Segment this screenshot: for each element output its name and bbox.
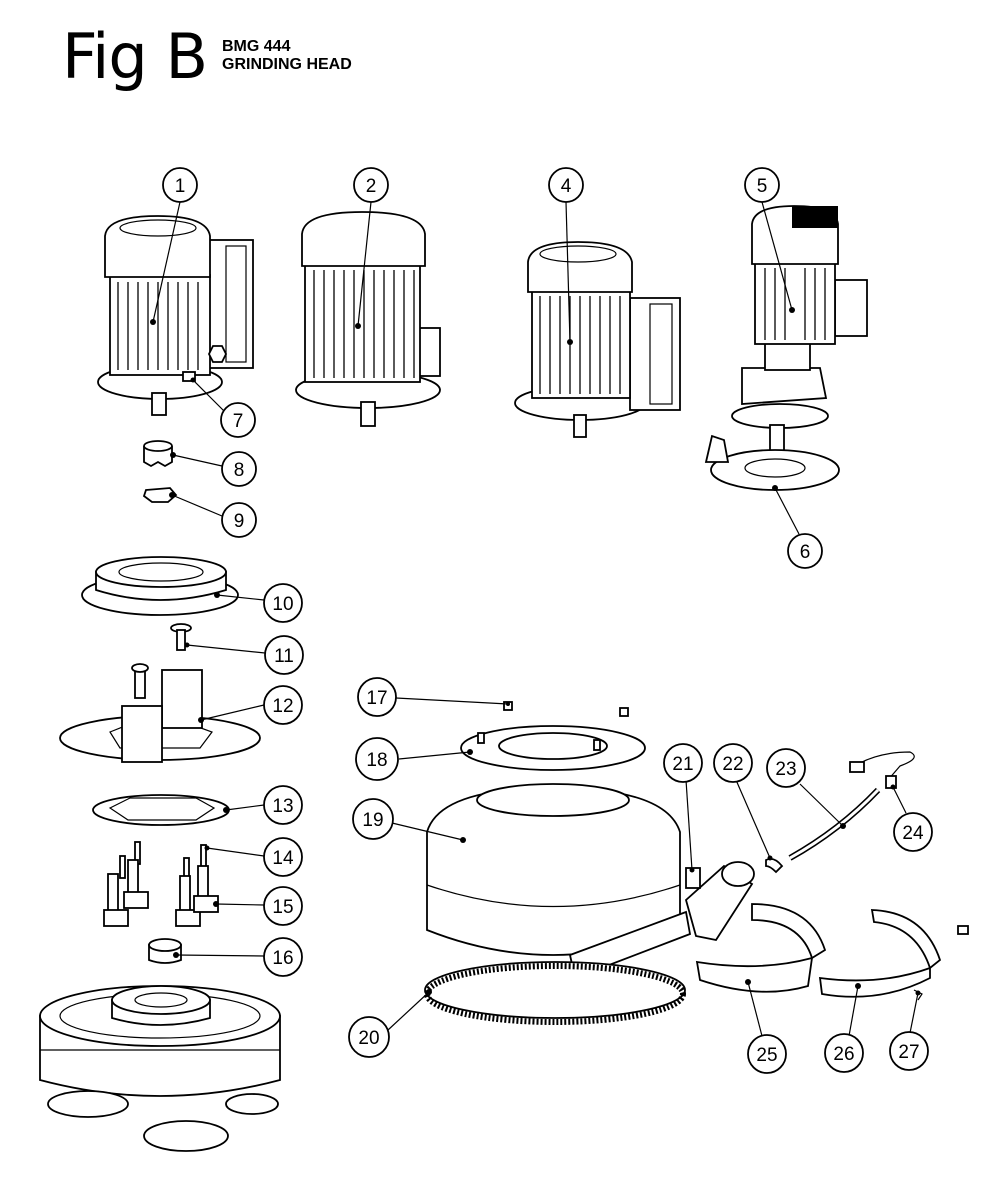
callout-4: 4 xyxy=(548,167,584,203)
grinding-head-base xyxy=(39,985,281,1152)
callout-label: 7 xyxy=(233,411,244,432)
brush-ring-part-20 xyxy=(424,961,686,1025)
callout-8: 8 xyxy=(221,451,257,487)
coupling-part-8 xyxy=(143,440,176,468)
clip-part-27 xyxy=(913,925,969,1001)
blocks-part-15 xyxy=(103,859,219,927)
spider-part-9 xyxy=(142,487,178,503)
callout-9: 9 xyxy=(221,502,257,538)
motor-part-2 xyxy=(295,211,441,427)
fitting-part-24 xyxy=(849,751,915,790)
callout-19: 19 xyxy=(352,798,394,840)
callout-label: 13 xyxy=(272,796,293,817)
callout-14: 14 xyxy=(263,837,303,877)
callout-24: 24 xyxy=(893,812,933,852)
callout-11: 11 xyxy=(264,635,304,675)
callout-label: 24 xyxy=(902,823,924,844)
callout-label: 15 xyxy=(272,897,293,918)
callout-label: 9 xyxy=(234,511,245,532)
callout-22: 22 xyxy=(713,743,753,783)
callout-label: 22 xyxy=(722,754,743,775)
elbow-part-22 xyxy=(765,855,784,874)
callout-12: 12 xyxy=(263,685,303,725)
shroud-part-19 xyxy=(426,783,755,980)
housing-ring-part-10 xyxy=(81,556,239,616)
callout-5: 5 xyxy=(744,167,780,203)
callout-label: 5 xyxy=(757,176,768,197)
callout-label: 18 xyxy=(366,750,387,771)
callout-label: 1 xyxy=(175,176,186,197)
callout-label: 12 xyxy=(272,696,293,717)
callout-13: 13 xyxy=(263,785,303,825)
callout-15: 15 xyxy=(263,886,303,926)
callout-17: 17 xyxy=(357,677,397,717)
callout-label: 27 xyxy=(898,1042,919,1063)
flange-ring-part-18 xyxy=(460,725,646,771)
callout-18: 18 xyxy=(355,737,399,781)
callout-label: 16 xyxy=(272,948,293,969)
clamp-part-21 xyxy=(685,867,701,889)
flange-plate-part-6 xyxy=(704,434,840,491)
motor-part-1 xyxy=(97,215,254,416)
assembly-name: GRINDING HEAD xyxy=(222,56,352,73)
gasket-part-13 xyxy=(92,794,230,826)
callout-label: 21 xyxy=(672,754,693,775)
plate-part-12 xyxy=(59,663,261,763)
callout-label: 23 xyxy=(775,759,796,780)
callout-2: 2 xyxy=(353,167,389,203)
callout-label: 2 xyxy=(366,176,377,197)
callout-16: 16 xyxy=(263,937,303,977)
figure-subtitle: BMG 444 GRINDING HEAD xyxy=(222,38,352,74)
callout-7: 7 xyxy=(220,402,256,438)
callout-1: 1 xyxy=(162,167,198,203)
callout-6: 6 xyxy=(787,533,823,569)
motor-part-5 xyxy=(731,205,868,452)
callout-label: 6 xyxy=(800,542,811,563)
callout-27: 27 xyxy=(889,1031,929,1071)
skirt-part-25 xyxy=(695,903,827,993)
callout-label: 17 xyxy=(366,688,387,709)
callout-10: 10 xyxy=(263,583,303,623)
pin-part-11 xyxy=(170,623,192,651)
callout-26: 26 xyxy=(824,1033,864,1073)
screws-part-17 xyxy=(503,701,629,717)
leader-lines xyxy=(152,201,919,1037)
callout-label: 8 xyxy=(234,460,245,481)
callout-label: 4 xyxy=(561,176,572,197)
model-number: BMG 444 xyxy=(222,38,291,55)
callout-20: 20 xyxy=(348,1016,390,1058)
callout-23: 23 xyxy=(766,748,806,788)
callout-label: 11 xyxy=(274,646,294,667)
hub-part-16 xyxy=(148,938,182,964)
callout-25: 25 xyxy=(747,1034,787,1074)
callout-label: 10 xyxy=(272,594,293,615)
figure-title: Fig B xyxy=(62,20,208,93)
callout-21: 21 xyxy=(663,743,703,783)
skirt-part-26 xyxy=(818,909,942,998)
callout-label: 14 xyxy=(272,848,294,869)
hose-part-23 xyxy=(788,787,881,861)
callout-label: 20 xyxy=(358,1028,379,1049)
callout-label: 19 xyxy=(362,810,383,831)
motor-part-4 xyxy=(514,241,681,438)
callout-label: 25 xyxy=(756,1045,777,1066)
callout-label: 26 xyxy=(833,1044,854,1065)
